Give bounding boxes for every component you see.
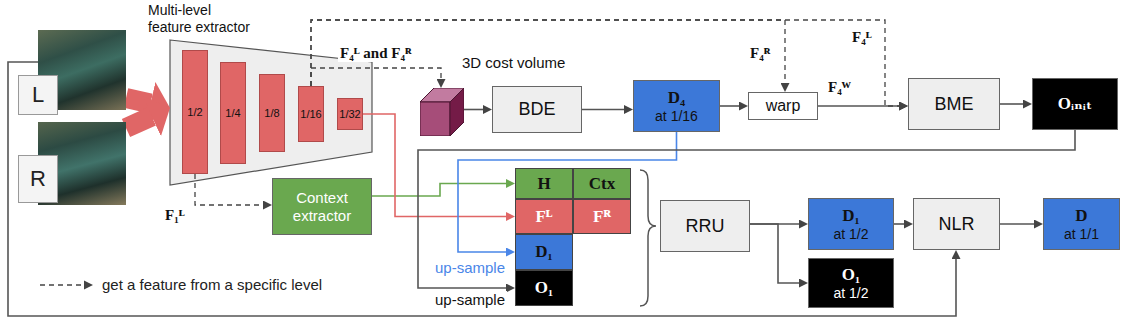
input-image: R	[38, 122, 126, 205]
edge-label: F₄ᴸ and F₄ᴿ	[338, 44, 414, 62]
process-box: NLR	[913, 198, 1000, 250]
node-label: R	[18, 155, 58, 203]
connector	[418, 130, 1075, 288]
node-label: at 1/2	[833, 285, 868, 301]
occlusion-box: O₁at 1/2	[808, 258, 894, 308]
node-label: O₁	[842, 265, 860, 285]
level-bar: 1/32	[337, 98, 363, 130]
legend-arrowhead	[84, 281, 93, 290]
node-label: BME	[934, 94, 973, 115]
edge-label: F₄ᴿ	[748, 44, 772, 62]
connector	[311, 20, 785, 86]
node-label: 1/2	[187, 106, 202, 119]
input-cell: Fᴿ	[573, 199, 631, 234]
connector	[464, 109, 483, 111]
node-label: warp	[766, 97, 801, 115]
edge-label: F₄ᴸ	[850, 28, 874, 46]
node-label: Fᴸ	[535, 207, 552, 227]
edge-label: F₁ᴸ	[163, 206, 187, 224]
cube-side	[450, 88, 464, 136]
connector	[8, 62, 956, 316]
disparity-box: D₁at 1/2	[808, 198, 894, 250]
legend-text: get a feature from a specific level	[100, 276, 324, 294]
connector	[818, 105, 899, 107]
cube-outline	[420, 88, 464, 136]
node-label: Context extractor	[278, 189, 366, 224]
input-cell: Ctx	[573, 168, 631, 199]
input-cell: O₁	[515, 270, 573, 306]
process-box: RRU	[660, 200, 750, 252]
edge-label: up-sample	[433, 291, 507, 309]
node-label: D₁	[535, 242, 552, 262]
node-title: 3D cost volume	[462, 54, 565, 71]
node-label: 1/4	[225, 107, 240, 120]
node-label: RRU	[686, 216, 725, 237]
node-label: 1/16	[300, 108, 321, 121]
process-box: BDE	[492, 86, 582, 133]
node-label: 1/8	[264, 107, 279, 120]
occlusion-box: Oᵢₙᵢₜ	[1032, 78, 1118, 130]
connector	[582, 109, 624, 111]
level-bar: 1/16	[298, 86, 324, 142]
node-title: Multi-level feature extractor	[148, 2, 254, 36]
input-image: L	[38, 30, 126, 110]
edge-label: up-sample	[433, 259, 507, 277]
node-label: at 1/16	[655, 108, 698, 124]
connector	[894, 223, 904, 225]
node-label: Fᴿ	[593, 207, 611, 227]
process-box: BME	[908, 78, 1000, 130]
node-label: H	[537, 174, 550, 194]
node-label: 1/32	[339, 108, 360, 121]
cost-volume: 3D cost volume	[420, 88, 464, 136]
node-label: at 1/1	[1064, 226, 1099, 242]
disparity-box: Dat 1/1	[1043, 198, 1120, 250]
level-bar: 1/2	[182, 50, 208, 174]
node-label: Oᵢₙᵢₜ	[1058, 94, 1092, 114]
connector	[1000, 223, 1034, 225]
connector	[126, 116, 152, 128]
node-label: D	[1075, 206, 1087, 226]
input-cell: D₁	[515, 234, 573, 270]
node-label: L	[18, 75, 58, 115]
node-label: Ctx	[589, 174, 615, 194]
legend-dashed-line	[40, 284, 84, 285]
connector	[1000, 103, 1023, 105]
connector	[720, 105, 739, 107]
cube-front	[420, 102, 450, 136]
node-label: at 1/2	[833, 226, 868, 242]
connector	[372, 184, 506, 197]
input-cell: Fᴸ	[515, 199, 573, 234]
connector	[750, 224, 799, 283]
context-extractor: Context extractor	[272, 178, 372, 235]
group-brace	[640, 170, 656, 306]
input-cell: H	[515, 168, 573, 199]
legend-swatch	[40, 281, 93, 290]
disparity-box: D₄at 1/16	[633, 80, 720, 132]
node-label: NLR	[938, 214, 974, 235]
node-label: O₁	[535, 278, 553, 298]
node-label: D₁	[842, 206, 859, 226]
warp-box: warp	[748, 92, 818, 120]
node-label: D₄	[668, 88, 685, 108]
edge-label: F₄ᵂ	[826, 78, 853, 96]
level-bar: 1/8	[259, 74, 285, 152]
level-bar: 1/4	[220, 62, 246, 164]
connector	[126, 98, 150, 104]
node-label: BDE	[518, 99, 555, 120]
